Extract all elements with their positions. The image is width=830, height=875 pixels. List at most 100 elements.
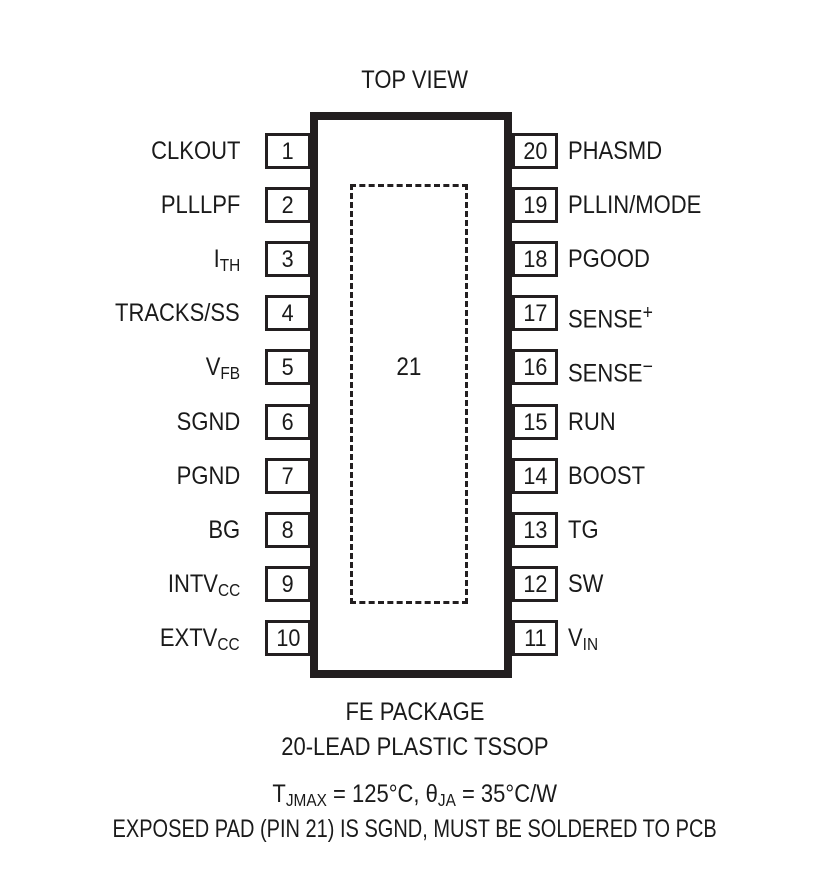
theta-subscript: JA [438,789,457,810]
pin-number-text: 11 [523,624,547,652]
pin-number-box: 2 [265,187,311,224]
pin-number-text: 14 [522,462,548,490]
pin-signal-label-text: PLLLPF [160,190,240,220]
caption-thermal-specs: TJMAX = 125°C, θJA = 35°C/W [0,782,830,809]
pin-number-box: 15 [512,403,558,440]
pin-number-box: 13 [512,511,558,548]
pin-signal-base: PGND [176,461,240,490]
top-view-label-text: TOP VIEW [361,66,469,94]
tjmax-value: = 125°C, [327,780,426,808]
pin-signal-label: SGND [168,407,240,437]
pin-number-box: 18 [512,241,558,278]
pin-signal-label: INTVCC [158,569,240,605]
pin-row: 10 EXTVCC [0,619,330,659]
pin-row: 2 PLLLPF [0,187,330,224]
pin-signal-base: SENSE [568,359,643,388]
pin-number-box: 3 [265,241,311,278]
pin-number-box: 17 [512,295,558,332]
pin-number-text: 3 [281,246,295,274]
pin-signal-base: V [205,353,221,382]
pin-number-box: 16 [512,349,558,386]
caption-exposed-pad-note: EXPOSED PAD (PIN 21) IS SGND, MUST BE SO… [0,817,830,842]
pin-signal-label: VIN [568,623,602,659]
pin-row: 16 SENSE− [500,349,830,388]
pin-signal-label: ITH [210,244,240,280]
pin-number-box: 11 [512,619,558,656]
pin-signal-label-text: PGOOD [568,244,650,274]
pin-number-box: 10 [265,619,311,656]
pin-signal-label-text: SGND [176,407,240,437]
pin-signal-label: BOOST [568,461,656,491]
pin-signal-base: V [568,623,583,652]
pin-number-text: 20 [522,138,548,165]
pin-number-text: 4 [281,300,295,328]
pin-number-text: 19 [522,192,548,220]
pin-signal-base: BG [208,515,240,544]
pin-number-box: 8 [265,511,311,548]
pin-number-text: 5 [281,354,295,382]
pin-number-text: 9 [281,570,295,598]
pin-signal-subscript: CC [217,633,240,654]
pin-signal-base: SENSE [568,305,643,334]
pin-signal-subscript: FB [220,363,240,384]
pin-row: 17 SENSE+ [500,295,830,334]
pin-row: 14 BOOST [500,457,830,494]
pin-row: 3 ITH [0,241,330,280]
pin-signal-label-text: VIN [568,623,598,659]
pin-number-text: 2 [281,192,295,220]
pin-signal-base: CLKOUT [150,137,240,165]
pin-row: 9 INTVCC [0,565,330,605]
pin-signal-label-text: TG [568,515,599,545]
package-body-outline [310,112,512,678]
pin-signal-base: PGOOD [568,245,650,274]
pin-signal-label: EXTVCC [149,623,240,659]
pin-number-text: 8 [281,516,295,544]
pin-signal-label: BG [204,515,240,545]
pin-row: 13 TG [500,511,830,548]
pin-signal-subscript: IN [582,633,599,654]
exposed-pad-number: 21 [350,355,468,380]
pin-signal-base: PHASMD [568,137,663,165]
pin-number-text: 12 [522,570,548,598]
caption-thermal-specs-text: TJMAX = 125°C, θJA = 35°C/W [273,782,558,809]
pin-signal-label-text: VFB [206,352,240,388]
pin-signal-label: PLLIN/MODE [568,190,719,220]
exposed-pad-number-text: 21 [396,353,422,381]
pin-signal-base: BOOST [568,461,646,490]
pin-number-text: 15 [522,408,548,436]
pin-signal-label: SW [568,569,608,599]
pin-signal-label-text: SENSE+ [568,298,653,334]
pin-signal-label: RUN [568,407,622,437]
pin-signal-label: TRACKS/SS [98,298,240,328]
pin-number-text: 17 [522,300,548,328]
pin-signal-superscript: − [642,356,653,379]
pin-number-box: 9 [265,565,311,602]
pin-number-box: 12 [512,565,558,602]
pin-signal-label: TG [568,515,603,545]
pin-number-box: 6 [265,403,311,440]
pin-signal-label: PGOOD [568,244,661,274]
pin-row: 7 PGND [0,457,330,494]
top-view-label: TOP VIEW [0,68,830,93]
pin-row: 20 PHASMD [500,133,830,169]
pin-signal-label: SENSE+ [568,298,664,334]
pin-signal-label-text: PLLIN/MODE [568,190,701,220]
tjmax-subscript: JMAX [286,789,328,810]
pin-number-box: 19 [512,187,558,224]
pin-signal-base: PLLLPF [160,191,240,220]
pin-signal-base: INTV [167,569,218,598]
pin-signal-label: VFB [201,352,240,388]
pin-number-box: 7 [265,457,311,494]
pin-signal-base: RUN [568,407,616,436]
exposed-pad-outline [350,184,468,604]
caption-package-name-text: FE PACKAGE [345,698,485,726]
pin-signal-label-text: SENSE− [568,352,653,388]
pin-row: 6 SGND [0,403,330,440]
pin-signal-label-text: CLKOUT [151,136,240,166]
pin-row: 18 PGOOD [500,241,830,278]
pin-number-text: 16 [522,354,548,382]
pin-signal-base: PLLIN/MODE [568,191,702,220]
pin-number-text: 10 [275,624,301,652]
